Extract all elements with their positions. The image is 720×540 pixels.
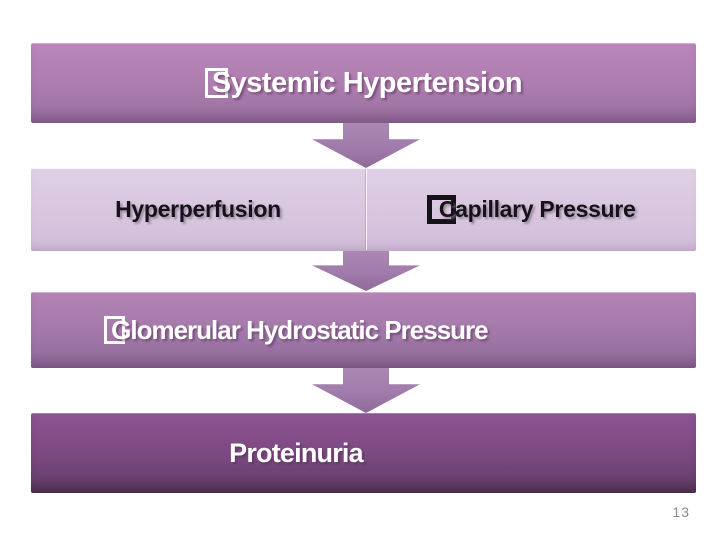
flow-box-text: Systemic Hypertension: [31, 43, 696, 123]
flow-box-label-glomerular-hydrostatic-pressure: Glomerular Hydrostatic Pressure: [111, 314, 488, 345]
flow-box-label-capillary-pressure: Capillary Pressure: [438, 196, 636, 222]
flow-box-hyperperfusion-capillary: Hyperperfusion Capillary Pressure: [31, 168, 696, 251]
flow-cell-capillary-pressure: Capillary Pressure: [366, 168, 696, 251]
down-arrow-icon: [312, 123, 420, 168]
missing-glyph-box-icon: [426, 195, 457, 224]
page-number: 13: [672, 504, 690, 520]
flow-box-proteinuria: Proteinuria: [31, 413, 696, 493]
flow-cell-hyperperfusion: Hyperperfusion: [31, 168, 365, 251]
flow-box-label-hyperperfusion: Hyperperfusion: [115, 196, 281, 222]
flow-box-label-proteinuria: Proteinuria: [229, 437, 364, 468]
flow-box-glomerular-hydrostatic-pressure: Glomerular Hydrostatic Pressure: [31, 292, 696, 368]
missing-glyph-box-icon: [104, 316, 126, 344]
flow-box-text: Proteinuria: [31, 413, 561, 493]
down-arrow-icon: [312, 251, 420, 291]
flow-box-systemic-hypertension: Systemic Hypertension: [31, 43, 696, 123]
flow-box-label-systemic-hypertension: Systemic Hypertension: [211, 66, 523, 99]
flow-box-text: Glomerular Hydrostatic Pressure: [31, 292, 561, 368]
down-arrow-icon: [312, 368, 420, 413]
missing-glyph-box-icon: [204, 68, 228, 98]
cell-divider: [365, 169, 366, 250]
